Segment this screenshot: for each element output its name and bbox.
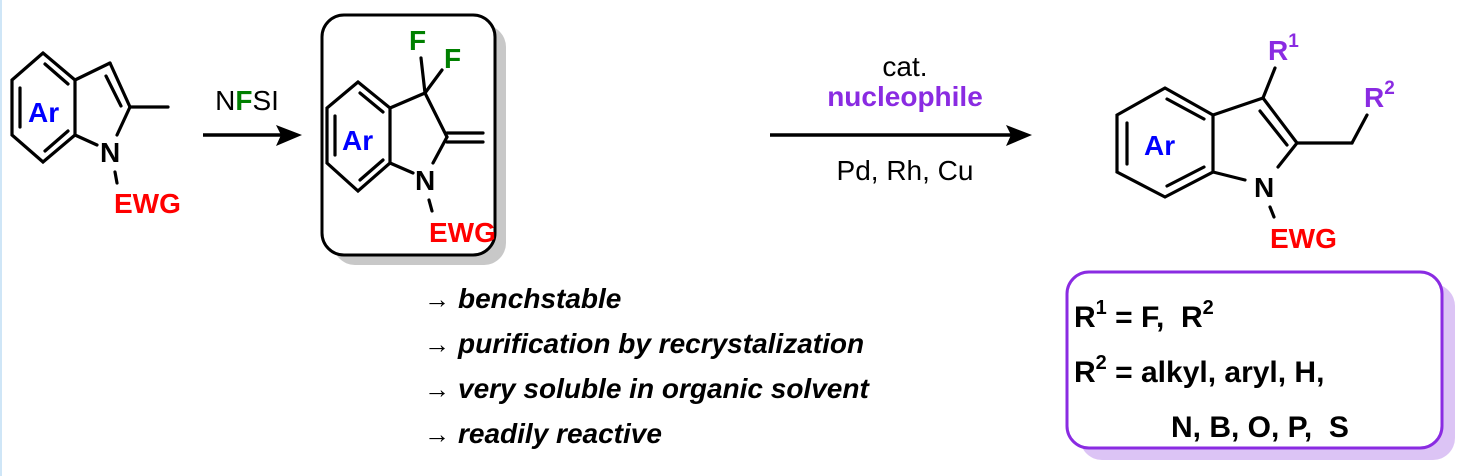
scope-line-1: R1 = F, R2 bbox=[1074, 297, 1214, 334]
nfsi-arrow: NFSI bbox=[203, 85, 302, 146]
fluorine-label-2: F bbox=[444, 43, 461, 74]
nucleophile-label: nucleophile bbox=[827, 81, 983, 112]
reagent-nfsi: NFSI bbox=[215, 85, 279, 116]
ewg-label: EWG bbox=[1270, 223, 1337, 254]
scope-line-2: R2 = alkyl, aryl, H, bbox=[1074, 352, 1324, 389]
substituent-scope-box: R1 = F, R2 R2 = alkyl, aryl, H, N, B, O,… bbox=[1065, 270, 1455, 460]
difluoro-intermediate-box: Ar N F F EWG bbox=[320, 13, 506, 265]
aryl-label: Ar bbox=[28, 97, 59, 128]
arrowhead-icon bbox=[276, 125, 302, 146]
arrowhead-icon bbox=[1006, 125, 1032, 146]
nitrogen-label: N bbox=[1254, 172, 1274, 203]
r2-label: R2 bbox=[1364, 78, 1395, 113]
scope-line-3: N, B, O, P, S bbox=[1171, 411, 1349, 444]
feature-item: →benchstable bbox=[424, 283, 621, 314]
nitrogen-label: N bbox=[415, 165, 435, 196]
r1-label: R1 bbox=[1268, 31, 1299, 66]
ewg-label: EWG bbox=[429, 217, 496, 248]
nitrogen-label: N bbox=[100, 137, 120, 168]
starting-indole: Ar N EWG bbox=[10, 51, 181, 219]
catalyst-label: cat. bbox=[882, 51, 927, 82]
feature-item: →readily reactive bbox=[424, 418, 662, 449]
fluorine-label-1: F bbox=[409, 25, 426, 56]
product-indole: Ar N EWG R1 R2 bbox=[1115, 31, 1395, 254]
aryl-label: Ar bbox=[342, 125, 373, 156]
catalysis-arrow: cat. nucleophile Pd, Rh, Cu bbox=[770, 51, 1032, 186]
metals-label: Pd, Rh, Cu bbox=[837, 155, 974, 186]
features-list: →benchstable →purification by recrystali… bbox=[424, 283, 870, 449]
aryl-label: Ar bbox=[1144, 130, 1175, 161]
feature-item: →purification by recrystalization bbox=[424, 328, 864, 359]
feature-item: →very soluble in organic solvent bbox=[424, 373, 870, 404]
ewg-label: EWG bbox=[114, 188, 181, 219]
